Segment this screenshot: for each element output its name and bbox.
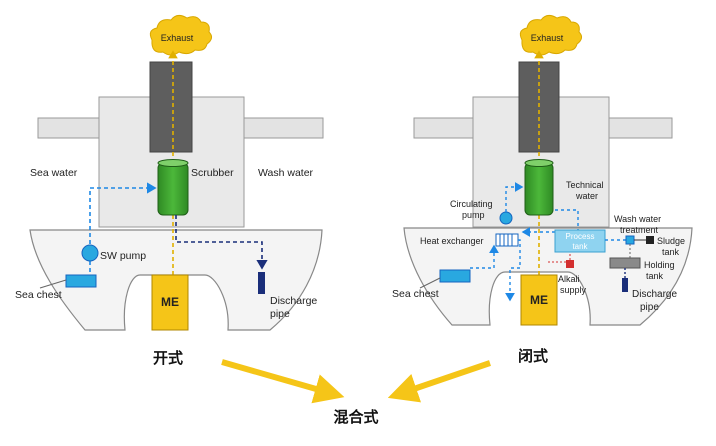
closed-circ-pump-icon (499, 211, 513, 225)
open-sea-chest-leader (39, 279, 67, 289)
closed-treatment-unit (625, 235, 635, 245)
closed-scrubber-top (524, 159, 554, 167)
closed-return-line (555, 209, 579, 232)
open-sw-pump-icon (81, 244, 99, 262)
closed-alkali-label-2: supply (560, 285, 587, 295)
closed-technical-label-1: Technical (566, 180, 604, 190)
arrow-open-to-hybrid (221, 359, 345, 404)
open-exhaust-label: Exhaust (161, 33, 194, 43)
closed-discharge-label-1: Discharge (632, 289, 677, 300)
closed-exhaust-label: Exhaust (531, 33, 564, 43)
closed-alkali-label-1: Alkali (558, 274, 580, 284)
closed-discharge-label-2: pipe (640, 302, 659, 313)
arrow-closed-to-hybrid (387, 360, 491, 403)
open-discharge-label-2: pipe (270, 308, 290, 320)
open-discharge-pipe (258, 272, 265, 294)
open-discharge-label-1: Discharge (270, 295, 317, 307)
caption-open: 开式 (153, 349, 183, 367)
open-main-engine (151, 274, 189, 331)
closed-seawater-line (470, 244, 499, 269)
open-loop-diagram: Exhaust Scrubber Sea water Wash water SW… (15, 14, 324, 331)
open-washwater-line (175, 215, 268, 270)
closed-main-engine (520, 274, 558, 326)
closed-technical-label-2: water (575, 191, 598, 201)
open-sea-water-label: Sea water (30, 167, 78, 179)
closed-heat-exchanger-label: Heat exchanger (420, 236, 484, 246)
closed-exhaust-cloud (519, 14, 583, 56)
closed-wash-treat-label-1: Wash water (614, 214, 661, 224)
closed-wash-treat-label-2: treatment (620, 225, 659, 235)
open-scrubber-label: Scrubber (191, 167, 234, 179)
open-sea-chest-label: Sea chest (15, 289, 62, 301)
closed-sludge-label-2: tank (662, 247, 680, 257)
closed-main-engine-label: ME (530, 293, 548, 307)
open-funnel (149, 61, 193, 153)
closed-sea-chest (439, 269, 471, 283)
closed-heat-exchanger-fins (499, 234, 513, 246)
closed-holding-label-2: tank (646, 271, 664, 281)
closed-circulating-label-1: Circulating (450, 199, 493, 209)
closed-process-tank (554, 229, 606, 253)
closed-holding-label-1: Holding (644, 260, 675, 270)
open-scrubber-top (157, 159, 189, 167)
closed-scrubber (524, 162, 554, 216)
closed-process-label-2: tank (572, 242, 588, 251)
closed-heat-exchanger (495, 233, 519, 247)
open-wash-water-label: Wash water (258, 167, 314, 179)
closed-holding-tank (609, 257, 641, 269)
closed-sea-chest-label: Sea chest (392, 288, 439, 300)
open-scrubber (157, 162, 189, 216)
open-sw-pump-label: SW pump (100, 250, 146, 262)
caption-hybrid: 混合式 (333, 408, 378, 426)
closed-circ-line (505, 182, 524, 212)
closed-overboard-line (505, 239, 521, 302)
closed-alkali-supply (566, 260, 574, 268)
closed-circulating-label-2: pump (462, 210, 485, 220)
closed-hull (403, 227, 693, 326)
closed-process-label-1: Process (566, 232, 595, 241)
open-main-engine-label: ME (161, 295, 179, 309)
caption-closed: 闭式 (518, 347, 548, 365)
closed-sludge-label-1: Sludge (657, 236, 685, 246)
open-sea-chest (65, 274, 97, 288)
closed-sea-chest-leader (419, 277, 441, 289)
closed-loop-diagram: Exhaust Technical water Circulating pump… (392, 14, 693, 326)
closed-sludge-tank (646, 236, 654, 244)
open-hull (29, 229, 323, 331)
closed-discharge-pipe (622, 278, 628, 292)
